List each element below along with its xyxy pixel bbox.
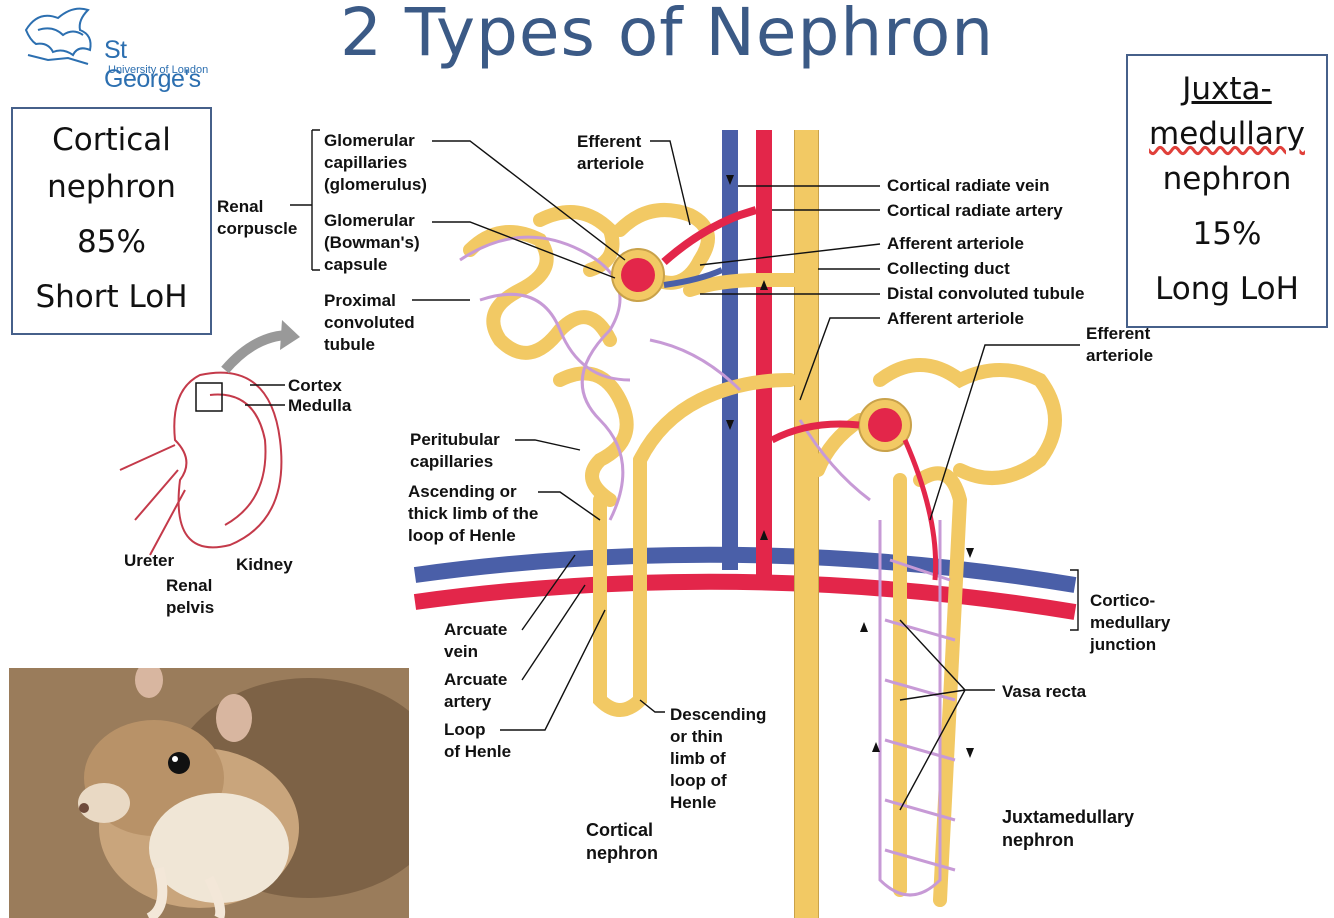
svg-text:nephron: nephron [1002,830,1074,850]
juxta-line2: medullary [1149,116,1305,152]
svg-text:arteriole: arteriole [577,154,644,173]
svg-text:Ureter: Ureter [124,551,174,570]
cortical-radiate-vein [722,130,738,570]
svg-text:Descending: Descending [670,705,766,724]
svg-text:Afferent arteriole: Afferent arteriole [887,234,1024,253]
svg-text:Efferent: Efferent [577,132,642,151]
zoom-arrow [225,335,290,370]
svg-text:pelvis: pelvis [166,598,214,617]
svg-text:(glomerulus): (glomerulus) [324,175,427,194]
juxta-loh: Long LoH [1128,274,1326,305]
svg-text:artery: artery [444,692,492,711]
svg-text:Henle: Henle [670,793,716,812]
cortical-line1: Cortical [13,125,210,156]
svg-text:Renal: Renal [217,197,263,216]
label-corticomedullary-junction: Cortico- [1090,591,1155,610]
svg-text:loop of Henle: loop of Henle [408,526,516,545]
svg-text:Medulla: Medulla [288,396,352,415]
svg-text:thick limb of the: thick limb of the [408,504,538,523]
svg-text:vein: vein [444,642,478,661]
label-medulla: Medulla [288,396,352,415]
svg-text:medullary: medullary [1090,613,1171,632]
svg-text:loop of: loop of [670,771,727,790]
svg-text:limb of: limb of [670,749,726,768]
cortical-radiate-artery [756,130,772,580]
cortical-loh: Short LoH [13,282,210,313]
label-cortical-nephron: Cortical [586,820,653,840]
label-collecting-duct: Collecting duct [887,259,1010,278]
svg-text:Renal: Renal [166,576,212,595]
cortical-line2: nephron [13,172,210,203]
kangaroo-rat-photo [9,668,409,918]
svg-text:Proximal: Proximal [324,291,396,310]
label-pct: Proximal [324,291,396,310]
svg-text:Collecting duct: Collecting duct [887,259,1010,278]
juxta-percent: 15% [1128,219,1326,250]
label-juxtamedullary-nephron: Juxtamedullary [1002,807,1134,827]
svg-text:Glomerular: Glomerular [324,131,415,150]
svg-text:corpuscle: corpuscle [217,219,297,238]
juxta-info-box: Juxta- medullary nephron 15% Long LoH [1126,54,1328,328]
label-ascending-limb: Ascending or [408,482,517,501]
svg-text:of Henle: of Henle [444,742,511,761]
svg-text:Afferent arteriole: Afferent arteriole [887,309,1024,328]
svg-text:Cortico-: Cortico- [1090,591,1155,610]
label-renal-corpuscle: Renal [217,197,263,216]
label-cortical-radiate-artery: Cortical radiate artery [887,201,1063,220]
label-loop-of-henle: Loop [444,720,486,739]
svg-text:Cortical radiate artery: Cortical radiate artery [887,201,1063,220]
svg-text:Glomerular: Glomerular [324,211,415,230]
cortical-percent: 85% [13,227,210,258]
label-renal-pelvis: Renal [166,576,212,595]
label-cortex: Cortex [288,376,342,395]
svg-text:Loop: Loop [444,720,486,739]
svg-text:Arcuate: Arcuate [444,620,507,639]
svg-text:Arcuate: Arcuate [444,670,507,689]
svg-text:(Bowman's): (Bowman's) [324,233,420,252]
svg-text:arteriole: arteriole [1086,346,1153,365]
juxta-line3: nephron [1128,164,1326,195]
svg-text:Distal convoluted tubule: Distal convoluted tubule [887,284,1084,303]
label-efferent-arteriole-top: Efferent [577,132,642,151]
svg-text:nephron: nephron [586,843,658,863]
svg-text:capillaries: capillaries [324,153,407,172]
svg-text:or thin: or thin [670,727,723,746]
cortical-info-box: Cortical nephron 85% Short LoH [11,107,212,335]
arcuate-artery [415,582,1075,612]
label-descending-limb: Descending [670,705,766,724]
svg-text:Cortical radiate vein: Cortical radiate vein [887,176,1050,195]
label-arcuate-artery: Arcuate [444,670,507,689]
label-glomerular-capillaries-1: Glomerular [324,131,415,150]
label-dct: Distal convoluted tubule [887,284,1084,303]
label-afferent-arteriole-1: Afferent arteriole [887,234,1024,253]
label-peritubular-capillaries: Peritubular [410,430,500,449]
vasa-recta [800,420,955,895]
svg-text:Cortical: Cortical [586,820,653,840]
svg-text:Ascending or: Ascending or [408,482,517,501]
svg-text:Juxtamedullary: Juxtamedullary [1002,807,1134,827]
juxta-line1: Juxta- [1182,71,1271,107]
label-arcuate-vein: Arcuate [444,620,507,639]
kidney-sketch [120,373,281,555]
label-kidney: Kidney [236,555,293,574]
svg-text:Peritubular: Peritubular [410,430,500,449]
svg-text:Kidney: Kidney [236,555,293,574]
kidney-zoom-box [196,383,222,411]
svg-text:tubule: tubule [324,335,375,354]
label-vasa-recta: Vasa recta [1002,682,1087,701]
svg-text:junction: junction [1089,635,1156,654]
label-ureter: Ureter [124,551,174,570]
svg-text:Cortex: Cortex [288,376,342,395]
label-cortical-radiate-vein: Cortical radiate vein [887,176,1050,195]
svg-text:convoluted: convoluted [324,313,415,332]
svg-text:capsule: capsule [324,255,387,274]
svg-text:capillaries: capillaries [410,452,493,471]
label-afferent-arteriole-2: Afferent arteriole [887,309,1024,328]
svg-text:Vasa recta: Vasa recta [1002,682,1087,701]
label-glomerular-capsule: Glomerular [324,211,415,230]
